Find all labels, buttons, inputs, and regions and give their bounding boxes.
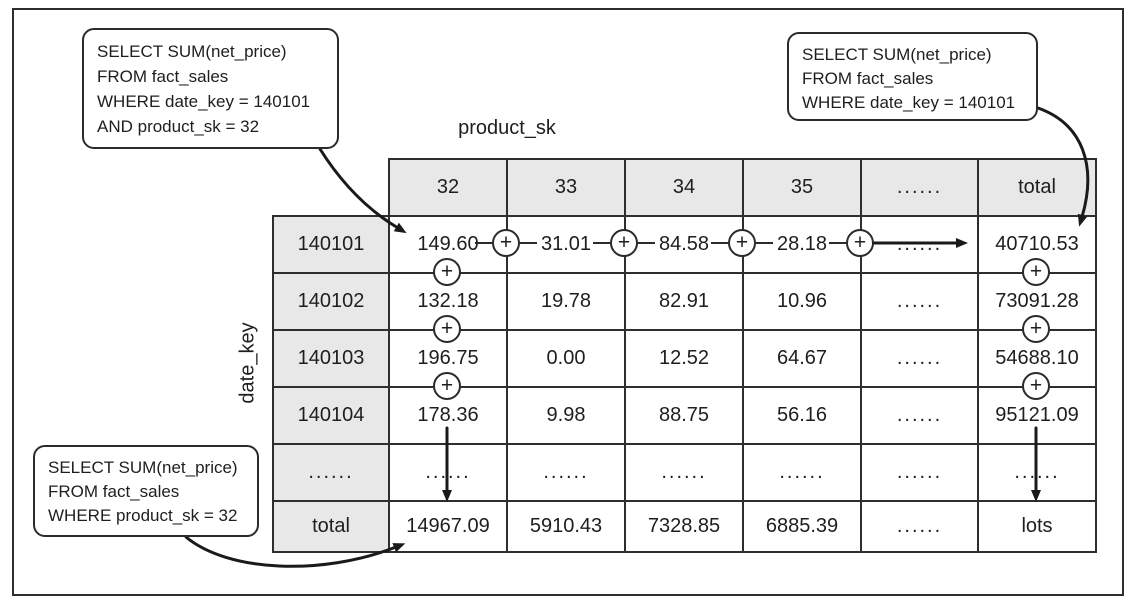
sql-line: AND product_sk = 32 — [97, 117, 260, 136]
table-row-total: total 14967.09 5910.43 7328.85 6885.39 .… — [272, 500, 1097, 553]
table-row: 140103 196.75 0.00 12.52 64.67 ...... 54… — [272, 329, 1097, 388]
plus-icon: + — [1022, 258, 1050, 286]
cell-140103-34: 12.52 — [624, 329, 744, 388]
row-header-140102: 140102 — [272, 272, 390, 331]
col-header-35: 35 — [742, 158, 862, 217]
corner-cell — [273, 159, 389, 216]
x-axis-label: product_sk — [458, 117, 556, 139]
cell-140104-35: 56.16 — [742, 386, 862, 445]
cell-140101-ellipsis: ...... — [860, 215, 979, 274]
sql-line: FROM fact_sales — [802, 69, 934, 88]
cell-140102-34: 82.91 — [624, 272, 744, 331]
plus-operator: + — [433, 315, 461, 343]
cell-ellipsis-total: ...... — [977, 443, 1097, 502]
cell-total-32: 14967.09 — [388, 500, 508, 553]
cell-total-35: 6885.39 — [742, 500, 862, 553]
cell-140102-33: 19.78 — [506, 272, 626, 331]
sql-callout-top-left: SELECT SUM(net_price) FROM fact_sales WH… — [82, 28, 339, 149]
plus-operator: + — [1022, 258, 1050, 286]
col-header-33: 33 — [506, 158, 626, 217]
fact-sales-aggregate-table: 32 33 34 35 ...... total 140101 149.60 3… — [272, 158, 1097, 553]
plus-icon: + — [433, 315, 461, 343]
col-header-ellipsis: ...... — [860, 158, 979, 217]
plus-icon: + — [433, 258, 461, 286]
cell-ellipsis-32: ...... — [388, 443, 508, 502]
table-row: 140101 149.60 31.01 84.58 28.18 ...... 4… — [272, 215, 1097, 274]
plus-operator: + — [433, 372, 461, 400]
sql-callout-top-right: SELECT SUM(net_price) FROM fact_sales WH… — [787, 32, 1038, 121]
row-header-total: total — [272, 500, 390, 553]
sql-line: SELECT SUM(net_price) — [48, 458, 238, 477]
cell-total-34: 7328.85 — [624, 500, 744, 553]
plus-operator: + — [1022, 315, 1050, 343]
cell-ellipsis-ellipsis: ...... — [860, 443, 979, 502]
row-header-140104: 140104 — [272, 386, 390, 445]
cell-140103-35: 64.67 — [742, 329, 862, 388]
plus-icon: + — [492, 229, 520, 257]
table-row: 140104 178.36 9.98 88.75 56.16 ...... 95… — [272, 386, 1097, 445]
y-axis-label: date_key — [236, 322, 259, 404]
sql-line: SELECT SUM(net_price) — [97, 42, 287, 61]
plus-operator: + — [711, 229, 773, 257]
plus-operator: + — [593, 229, 655, 257]
sql-line: WHERE product_sk = 32 — [48, 506, 238, 525]
cell-ellipsis-35: ...... — [742, 443, 862, 502]
plus-icon: + — [846, 229, 874, 257]
sql-line: SELECT SUM(net_price) — [802, 45, 992, 64]
sql-line: WHERE date_key = 140101 — [97, 92, 311, 111]
plus-icon: + — [1022, 372, 1050, 400]
cell-140101-33: 31.01 — [506, 215, 626, 274]
column-header-row: 32 33 34 35 ...... total — [273, 158, 1097, 217]
cell-140102-35: 10.96 — [742, 272, 862, 331]
plus-operator: + — [829, 229, 891, 257]
cell-140104-33: 9.98 — [506, 386, 626, 445]
sql-line: FROM fact_sales — [48, 482, 180, 501]
cell-140104-34: 88.75 — [624, 386, 744, 445]
cell-140104-ellipsis: ...... — [860, 386, 979, 445]
row-header-140103: 140103 — [272, 329, 390, 388]
col-header-32: 32 — [388, 158, 508, 217]
cell-140101-34: 84.58 — [624, 215, 744, 274]
cell-140101-35: 28.18 — [742, 215, 862, 274]
cell-140102-ellipsis: ...... — [860, 272, 979, 331]
row-header-140101: 140101 — [272, 215, 390, 274]
cell-total-ellipsis: ...... — [860, 500, 979, 553]
cell-140103-33: 0.00 — [506, 329, 626, 388]
plus-operator: + — [433, 258, 461, 286]
table-row: 140102 132.18 19.78 82.91 10.96 ...... 7… — [272, 272, 1097, 331]
sql-line: WHERE date_key = 140101 — [802, 93, 1016, 112]
cell-ellipsis-33: ...... — [506, 443, 626, 502]
sql-callout-bottom-left: SELECT SUM(net_price) FROM fact_sales WH… — [33, 445, 259, 537]
table-row-ellipsis: ...... ...... ...... ...... ...... .....… — [272, 443, 1097, 502]
plus-icon: + — [728, 229, 756, 257]
cell-140103-ellipsis: ...... — [860, 329, 979, 388]
plus-operator: + — [475, 229, 537, 257]
plus-icon: + — [610, 229, 638, 257]
col-header-34: 34 — [624, 158, 744, 217]
plus-icon: + — [433, 372, 461, 400]
cell-total-33: 5910.43 — [506, 500, 626, 553]
cell-140101-total: 40710.53 — [977, 215, 1097, 274]
cell-total-total: lots — [977, 500, 1097, 553]
cell-ellipsis-34: ...... — [624, 443, 744, 502]
col-header-total: total — [977, 158, 1097, 217]
sql-line: FROM fact_sales — [97, 67, 229, 86]
outer-frame — [12, 8, 1124, 596]
plus-operator: + — [1022, 372, 1050, 400]
row-header-ellipsis: ...... — [272, 443, 390, 502]
plus-icon: + — [1022, 315, 1050, 343]
